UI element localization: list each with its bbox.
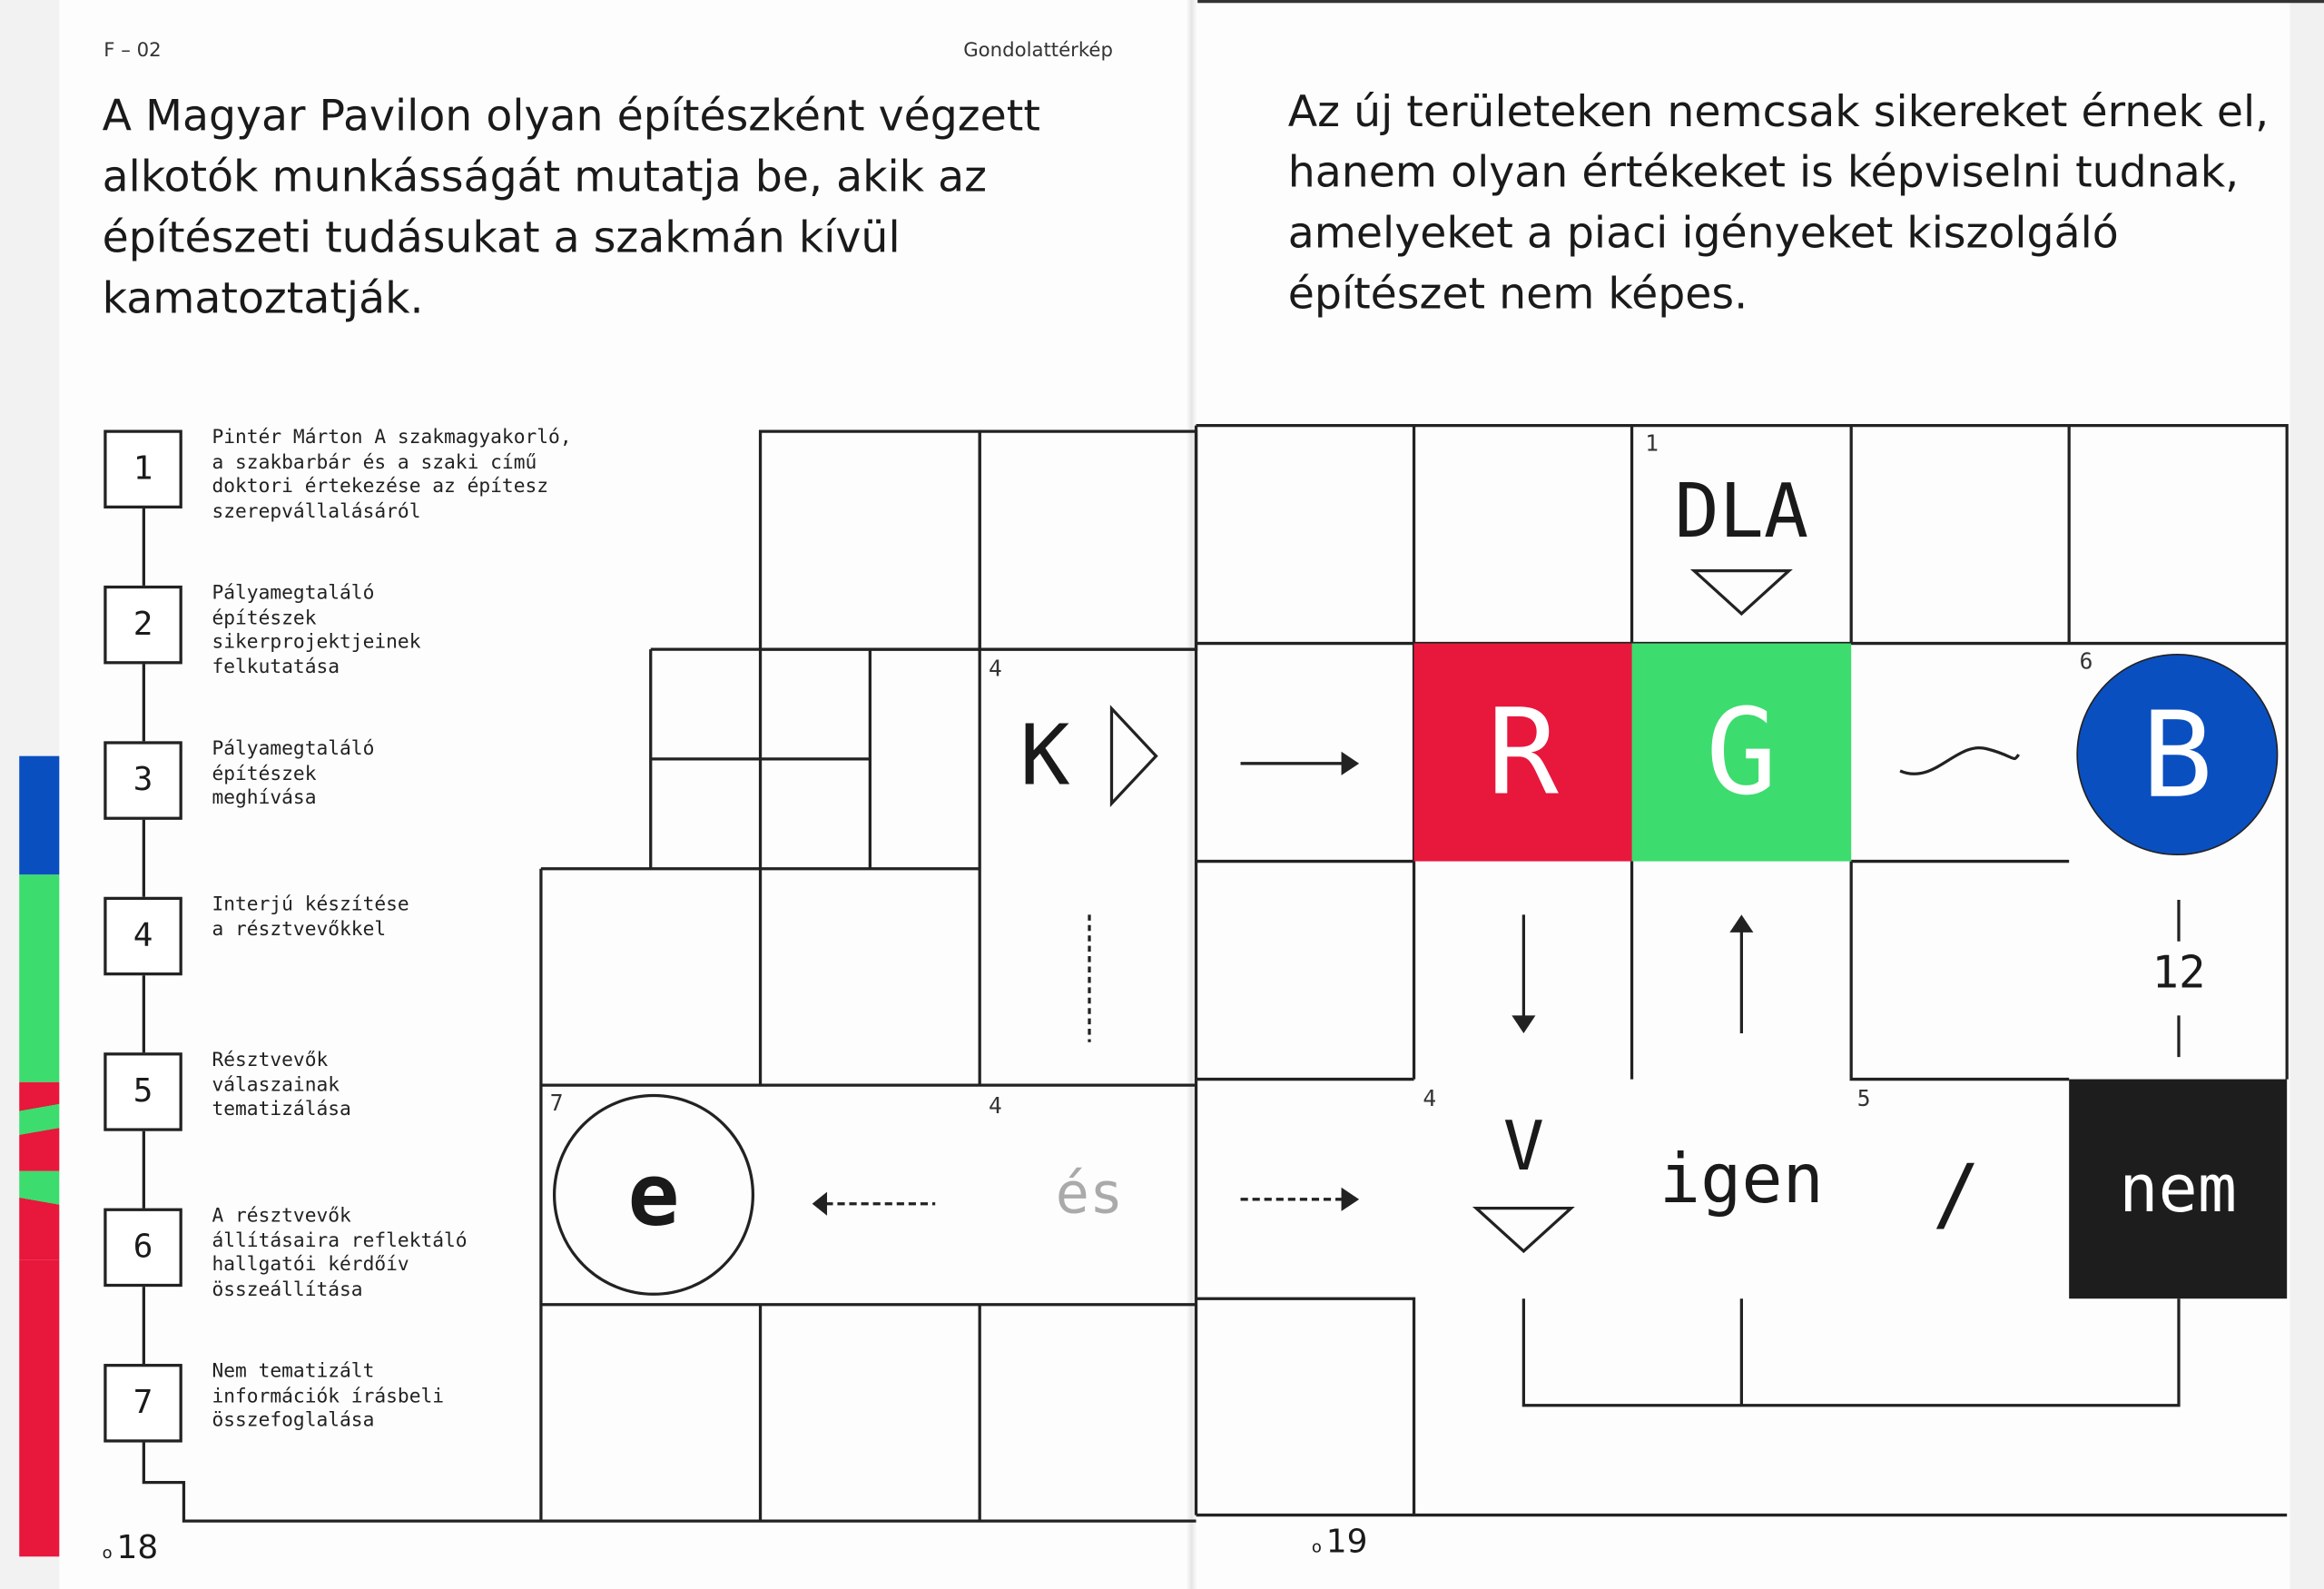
step-text: Interjú készítése a résztvevőkkel (212, 893, 409, 941)
r-tile: R (1413, 643, 1632, 862)
twelve-text: 12 (2152, 946, 2206, 999)
left-headline: A Magyar Pavilon olyan építészként végze… (102, 90, 1040, 323)
play-triangle-icon (1109, 705, 1158, 808)
e-glyph: e (627, 1144, 680, 1246)
arrow-down-icon (1512, 914, 1536, 1033)
color-strip (0, 0, 60, 1589)
step-number-box: 3 (103, 741, 182, 820)
section-title: Gondolattérkép (963, 40, 1113, 63)
arrow-up-icon (1729, 914, 1754, 1033)
down-triangle-icon (1689, 568, 1793, 617)
cell-label: 6 (2079, 647, 2093, 675)
step-number-box: 4 (103, 896, 182, 976)
step-number-box: 2 (103, 585, 182, 665)
tilde-icon (1899, 745, 2021, 775)
page-code: F – 02 (103, 40, 162, 63)
cell-label: 1 (1645, 429, 1659, 457)
g-tile: G (1631, 643, 1852, 862)
right-headline: Az új területeken nemcsak sikereket érne… (1287, 85, 2270, 320)
b-circle: B (2076, 653, 2279, 856)
step-text: Pintér Márton A szakmagyakorló, a szakba… (212, 427, 572, 523)
dashed-line (1088, 914, 1091, 1042)
igen-text: igen (1659, 1138, 1824, 1219)
cell-label: 4 (1423, 1085, 1437, 1112)
dla-text: DLA (1674, 468, 1809, 555)
cell-label: 7 (549, 1089, 564, 1117)
step-number-box: 7 (103, 1364, 182, 1443)
cell-label: 5 (1856, 1085, 1871, 1112)
k-glyph: K (1019, 707, 1070, 804)
down-triangle-icon (1472, 1206, 1575, 1254)
divider-bars (2177, 900, 2181, 1058)
dashed-arrow-left-icon (812, 1191, 936, 1216)
step-number-box: 1 (103, 429, 182, 508)
step-text: A résztvevők állításaira reflektáló hall… (212, 1205, 468, 1301)
step-text: Résztvevők válaszainak tematizálása (212, 1049, 351, 1121)
step-text: Nem tematizált információk írásbeli össz… (212, 1360, 445, 1433)
circle-node (552, 1093, 755, 1296)
nem-tile: nem (2069, 1079, 2288, 1299)
cell-label: 4 (988, 655, 1002, 683)
step-number-box: 5 (103, 1052, 182, 1131)
cell-label: 4 (988, 1092, 1002, 1120)
step-number-box: 6 (103, 1208, 182, 1288)
v-glyph: V (1502, 1105, 1544, 1186)
es-text: és (1055, 1160, 1124, 1227)
arrow-right-icon (1240, 751, 1360, 775)
step-text: Pályamegtaláló építészek sikerprojektjei… (212, 582, 421, 678)
step-text: Pályamegtaláló építészek meghívása (212, 738, 375, 810)
slash-text: / (1932, 1146, 1981, 1240)
dashed-arrow-right-icon (1240, 1187, 1360, 1211)
